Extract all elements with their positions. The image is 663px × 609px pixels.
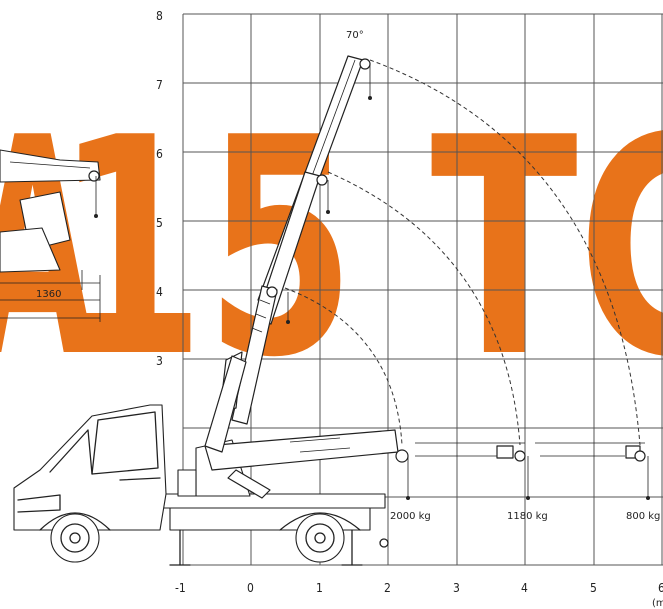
x-tick-1: 1: [316, 581, 323, 595]
x-tick-6: 6: [658, 581, 663, 595]
x-tick-4: 4: [521, 581, 528, 595]
boom-positions: 70°: [219, 30, 372, 425]
x-tick-minus1: -1: [175, 581, 186, 595]
y-axis-ticks: 8 7 6 5 4 3: [156, 9, 163, 368]
load-label-3: 800 kg: [626, 511, 660, 522]
reach-arc-outer: [369, 59, 641, 446]
dimension-label: 1360: [36, 289, 61, 300]
reach-arcs: [284, 59, 641, 446]
watermark-text: 15 TG: [55, 74, 663, 423]
x-tick-2: 2: [384, 581, 391, 595]
y-tick-4: 4: [156, 285, 163, 299]
side-view-truck: 1360: [0, 149, 101, 322]
watermark: A 15 TG: [0, 74, 663, 423]
load-label-1: 2000 kg: [390, 511, 431, 522]
boom-angle-label: 70°: [346, 30, 364, 41]
horizontal-booms: [406, 442, 650, 500]
y-tick-5: 5: [156, 216, 163, 230]
y-tick-7: 7: [156, 78, 163, 92]
x-tick-3: 3: [453, 581, 460, 595]
grid: [182, 13, 663, 566]
load-label-2: 1180 kg: [507, 511, 548, 522]
truck: [13, 355, 409, 566]
y-tick-8: 8: [156, 9, 163, 23]
load-labels: 2000 kg 1180 kg 800 kg: [390, 511, 660, 522]
x-tick-5: 5: [590, 581, 597, 595]
y-tick-3: 3: [156, 354, 163, 368]
reach-arc-middle: [327, 171, 521, 446]
x-tick-0: 0: [247, 581, 254, 595]
x-axis-unit: (m: [652, 598, 663, 609]
x-axis-ticks: -1 0 1 2 3 4 5 6 (m: [175, 581, 663, 609]
y-tick-6: 6: [156, 147, 163, 161]
